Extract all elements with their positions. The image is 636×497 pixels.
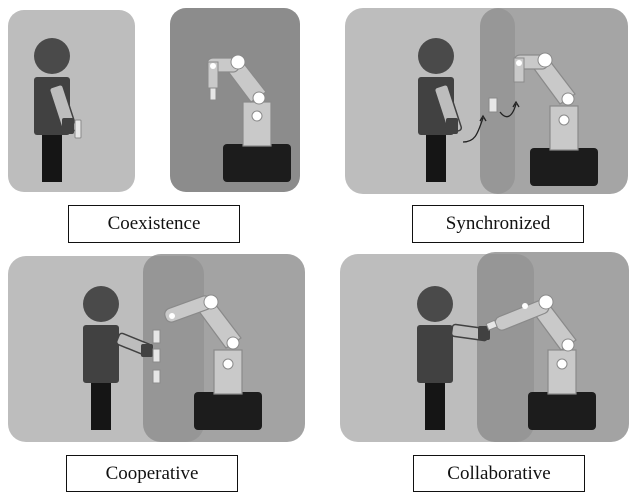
workpiece-icon: [485, 319, 498, 331]
robot-arm-icon: [164, 294, 263, 431]
robot-zone: [480, 8, 628, 194]
robot-zone: [143, 254, 305, 442]
robot-arm-icon: [206, 54, 292, 183]
label-collaborative: Collaborative: [413, 455, 585, 492]
human-figure-icon: [417, 286, 490, 430]
panel-coexistence: [8, 8, 300, 192]
human-figure-icon: [418, 38, 463, 182]
panel-cooperative: [8, 254, 305, 442]
robot-arm-icon: [513, 52, 599, 187]
robot-arm-icon: [485, 294, 597, 431]
label-cooperative: Cooperative: [66, 455, 238, 492]
human-figure-icon: [34, 38, 82, 182]
human-zone: [8, 10, 135, 192]
label-synchronized: Synchronized: [412, 205, 584, 243]
workpiece-icon: [152, 329, 161, 384]
human-figure-icon: [83, 286, 153, 430]
workpiece-icon: [488, 97, 498, 113]
panel-synchronized: [345, 8, 628, 194]
label-coexistence: Coexistence: [68, 205, 240, 243]
handover-arrow-icon: [462, 100, 520, 143]
panel-collaborative: [340, 252, 629, 442]
